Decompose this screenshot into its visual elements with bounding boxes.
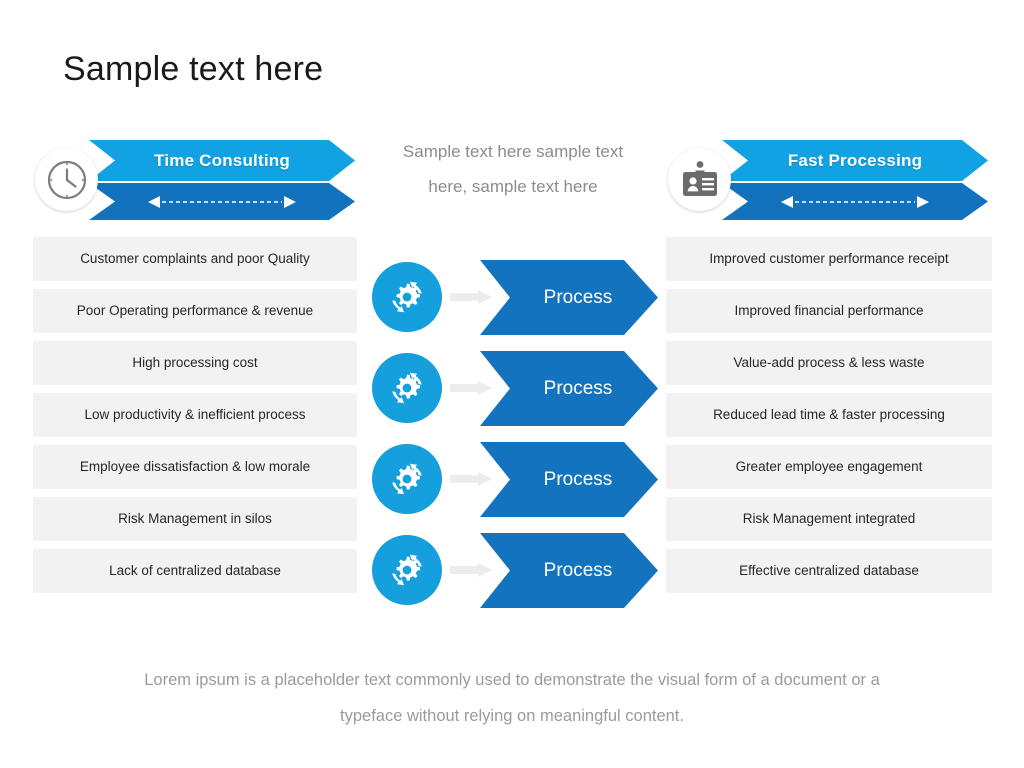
process-row[interactable]: Process <box>372 533 658 608</box>
right-banner[interactable]: Fast Processing <box>668 140 988 220</box>
process-chevron <box>480 260 658 335</box>
process-row[interactable]: Process <box>372 351 658 426</box>
process-gear-badge <box>372 262 442 332</box>
center-description: Sample text here sample text here, sampl… <box>402 142 624 196</box>
list-item[interactable]: Greater employee engagement <box>666 445 992 489</box>
right-banner-shape: Fast Processing <box>722 140 988 220</box>
arrow-right-icon <box>450 563 492 577</box>
list-item[interactable]: Improved customer performance receipt <box>666 237 992 281</box>
list-item[interactable]: Risk Management in silos <box>33 497 357 541</box>
gear-refresh-icon <box>392 281 422 313</box>
arrow-right-icon <box>450 381 492 395</box>
arrow-right-icon <box>450 290 492 304</box>
right-banner-top-band <box>722 140 988 181</box>
list-item[interactable]: Employee dissatisfaction & low morale <box>33 445 357 489</box>
right-banner-badge <box>668 148 731 211</box>
left-banner-bottom-band <box>89 183 355 220</box>
footer-text: Lorem ipsum is a placeholder text common… <box>144 671 880 725</box>
process-row[interactable]: Process <box>372 442 658 517</box>
list-item[interactable]: Reduced lead time & faster processing <box>666 393 992 437</box>
process-chevron <box>480 442 658 517</box>
left-banner-badge <box>35 148 98 211</box>
process-gear-badge <box>372 444 442 514</box>
page-title: Sample text here <box>63 50 324 88</box>
list-item[interactable]: Effective centralized database <box>666 549 992 593</box>
left-column-list: Customer complaints and poor Quality Poo… <box>33 237 357 601</box>
process-chevron <box>480 533 658 608</box>
right-banner-bottom-band <box>722 183 988 220</box>
gear-refresh-icon <box>392 463 422 495</box>
list-item[interactable]: Customer complaints and poor Quality <box>33 237 357 281</box>
process-list: Process Process <box>372 260 658 624</box>
process-gear-badge <box>372 535 442 605</box>
list-item[interactable]: Improved financial performance <box>666 289 992 333</box>
left-banner[interactable]: Time Consulting <box>35 140 355 220</box>
left-banner-shape: Time Consulting <box>89 140 355 220</box>
process-gear-badge <box>372 353 442 423</box>
arrow-right-icon <box>450 472 492 486</box>
process-connector-arrow <box>450 563 492 577</box>
list-item[interactable]: High processing cost <box>33 341 357 385</box>
clock-icon <box>47 160 86 199</box>
process-connector-arrow <box>450 290 492 304</box>
process-connector-arrow <box>450 472 492 486</box>
id-badge-icon <box>682 160 717 196</box>
process-connector-arrow <box>450 381 492 395</box>
right-column-list: Improved customer performance receipt Im… <box>666 237 992 601</box>
gear-refresh-icon <box>392 372 422 404</box>
list-item[interactable]: Lack of centralized database <box>33 549 357 593</box>
left-banner-top-band <box>89 140 355 181</box>
process-row[interactable]: Process <box>372 260 658 335</box>
list-item[interactable]: Poor Operating performance & revenue <box>33 289 357 333</box>
list-item[interactable]: Low productivity & inefficient process <box>33 393 357 437</box>
list-item[interactable]: Value-add process & less waste <box>666 341 992 385</box>
gear-refresh-icon <box>392 554 422 586</box>
process-chevron <box>480 351 658 426</box>
list-item[interactable]: Risk Management integrated <box>666 497 992 541</box>
